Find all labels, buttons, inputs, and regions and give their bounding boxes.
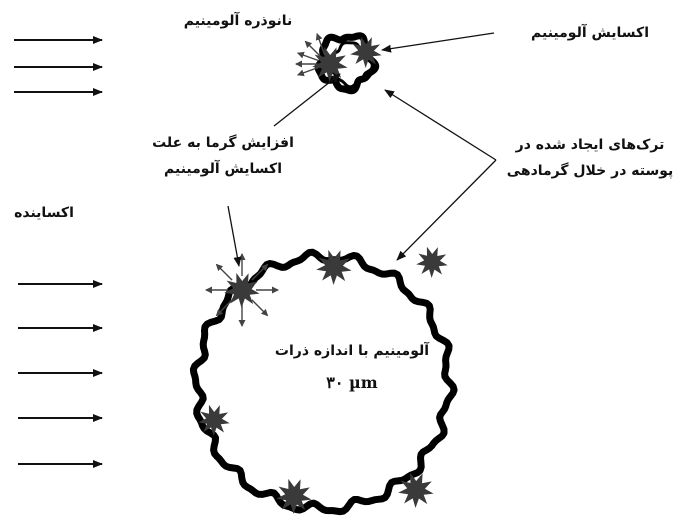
spark-arrow-icon [217,265,233,281]
spark-arrow-icon [305,41,321,57]
oxidizer-arrows-bottom [18,284,102,464]
nano-particle [296,34,382,91]
label-nano-aluminium: نانوذره آلومینیم [170,8,306,34]
leader-heat-small [274,74,340,126]
label-aluminium-oxide: اکسایش آلومینیم [510,20,670,46]
leader-aluminium-oxide [382,33,494,50]
label-cracks: ترک‌های ایجاد شده در پوسته در خلال گرماد… [498,132,682,184]
oxidizer-arrows-top [14,40,102,92]
leader-cracks-large [397,160,496,260]
leader-cracks-small [385,90,496,160]
label-oxidizer: اکساینده [4,200,84,226]
leader-heat-large [228,206,239,266]
starburst-icon [416,247,448,278]
spark-arrow-icon [252,300,268,316]
label-heat-increase: افزایش گرما به علت اکسایش آلومینیم [128,130,318,182]
label-particle-size: آلومینیم با اندازه ذرات ۳۰ µm [252,338,452,396]
spark-arrow-icon [298,53,319,61]
